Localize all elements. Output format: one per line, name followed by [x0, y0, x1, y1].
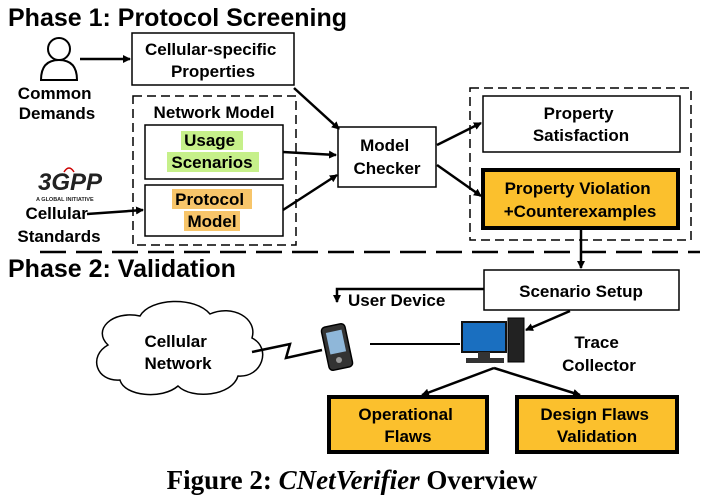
wireless-link [251, 342, 323, 360]
property-violation-box [481, 168, 680, 230]
cellular-properties-label: Cellular-specific Properties [145, 40, 281, 81]
design-flaws-label: Design Flaws Validation [540, 405, 653, 446]
arrow-checker-to-violation [436, 163, 482, 198]
phase1-title: Phase 1: Protocol Screening [8, 4, 347, 32]
arrow-standards-to-protocol [86, 206, 144, 216]
protocol-model-label: Protocol Model [175, 190, 249, 231]
3gpp-logo-text: 3GPP [38, 169, 103, 196]
common-demands-label: Common Demands [18, 84, 96, 123]
arrow-properties-to-checker [293, 87, 340, 130]
model-checker-box [337, 126, 437, 188]
arrow-setup-to-collector [525, 309, 571, 332]
design-flaws-box [515, 395, 679, 454]
arrow-protocol-to-checker [282, 173, 338, 212]
cellular-network-cloud [96, 300, 264, 396]
property-violation-label: Property Violation +Counterexamples [504, 179, 657, 221]
cellular-properties-box [131, 32, 295, 86]
user-device-label: User Device [348, 291, 445, 310]
phase2-title: Phase 2: Validation [8, 255, 236, 283]
arrow-setup-to-device [333, 287, 484, 303]
caption-suffix: Overview [420, 465, 538, 495]
network-model-container [132, 95, 297, 246]
scenario-setup-label: Scenario Setup [519, 282, 643, 301]
person-icon [39, 37, 79, 81]
3gpp-logo-tagline: A GLOBAL INITIATIVE [36, 197, 94, 203]
scenarios-highlight [167, 152, 259, 172]
model-checker-label: Model Checker [353, 136, 420, 178]
cellular-network-label: Cellular Network [144, 332, 212, 373]
arrow-usage-to-checker [282, 150, 337, 159]
usage-scenarios-label: Usage Scenarios [171, 131, 252, 172]
property-satisfaction-box [482, 95, 681, 153]
3gpp-logo: 3GPP A GLOBAL INITIATIVE [36, 167, 103, 203]
cellular-standards-label: Cellular Standards [17, 204, 100, 246]
arrow-collector-to-operational [421, 366, 495, 397]
trace-collector-label: Trace Collector [562, 333, 636, 375]
network-model-label: Network Model [154, 103, 275, 122]
caption-name: CNetVerifier [279, 465, 420, 495]
phone-icon [320, 322, 354, 372]
arrow-checker-to-satisfaction [436, 121, 482, 147]
operational-flaws-label: Operational Flaws [358, 405, 457, 446]
property-satisfaction-label: Property Satisfaction [533, 104, 629, 145]
arrow-collector-to-design [493, 366, 581, 397]
caption-prefix: Figure 2: [167, 465, 279, 495]
connectors [80, 55, 585, 397]
usage-highlight [181, 131, 243, 150]
protocol-highlight [172, 189, 252, 209]
figure-caption: Figure 2: CNetVerifier Overview [167, 465, 538, 495]
operational-flaws-box [327, 395, 489, 454]
model-highlight [184, 211, 240, 231]
computer-icon [461, 317, 525, 363]
